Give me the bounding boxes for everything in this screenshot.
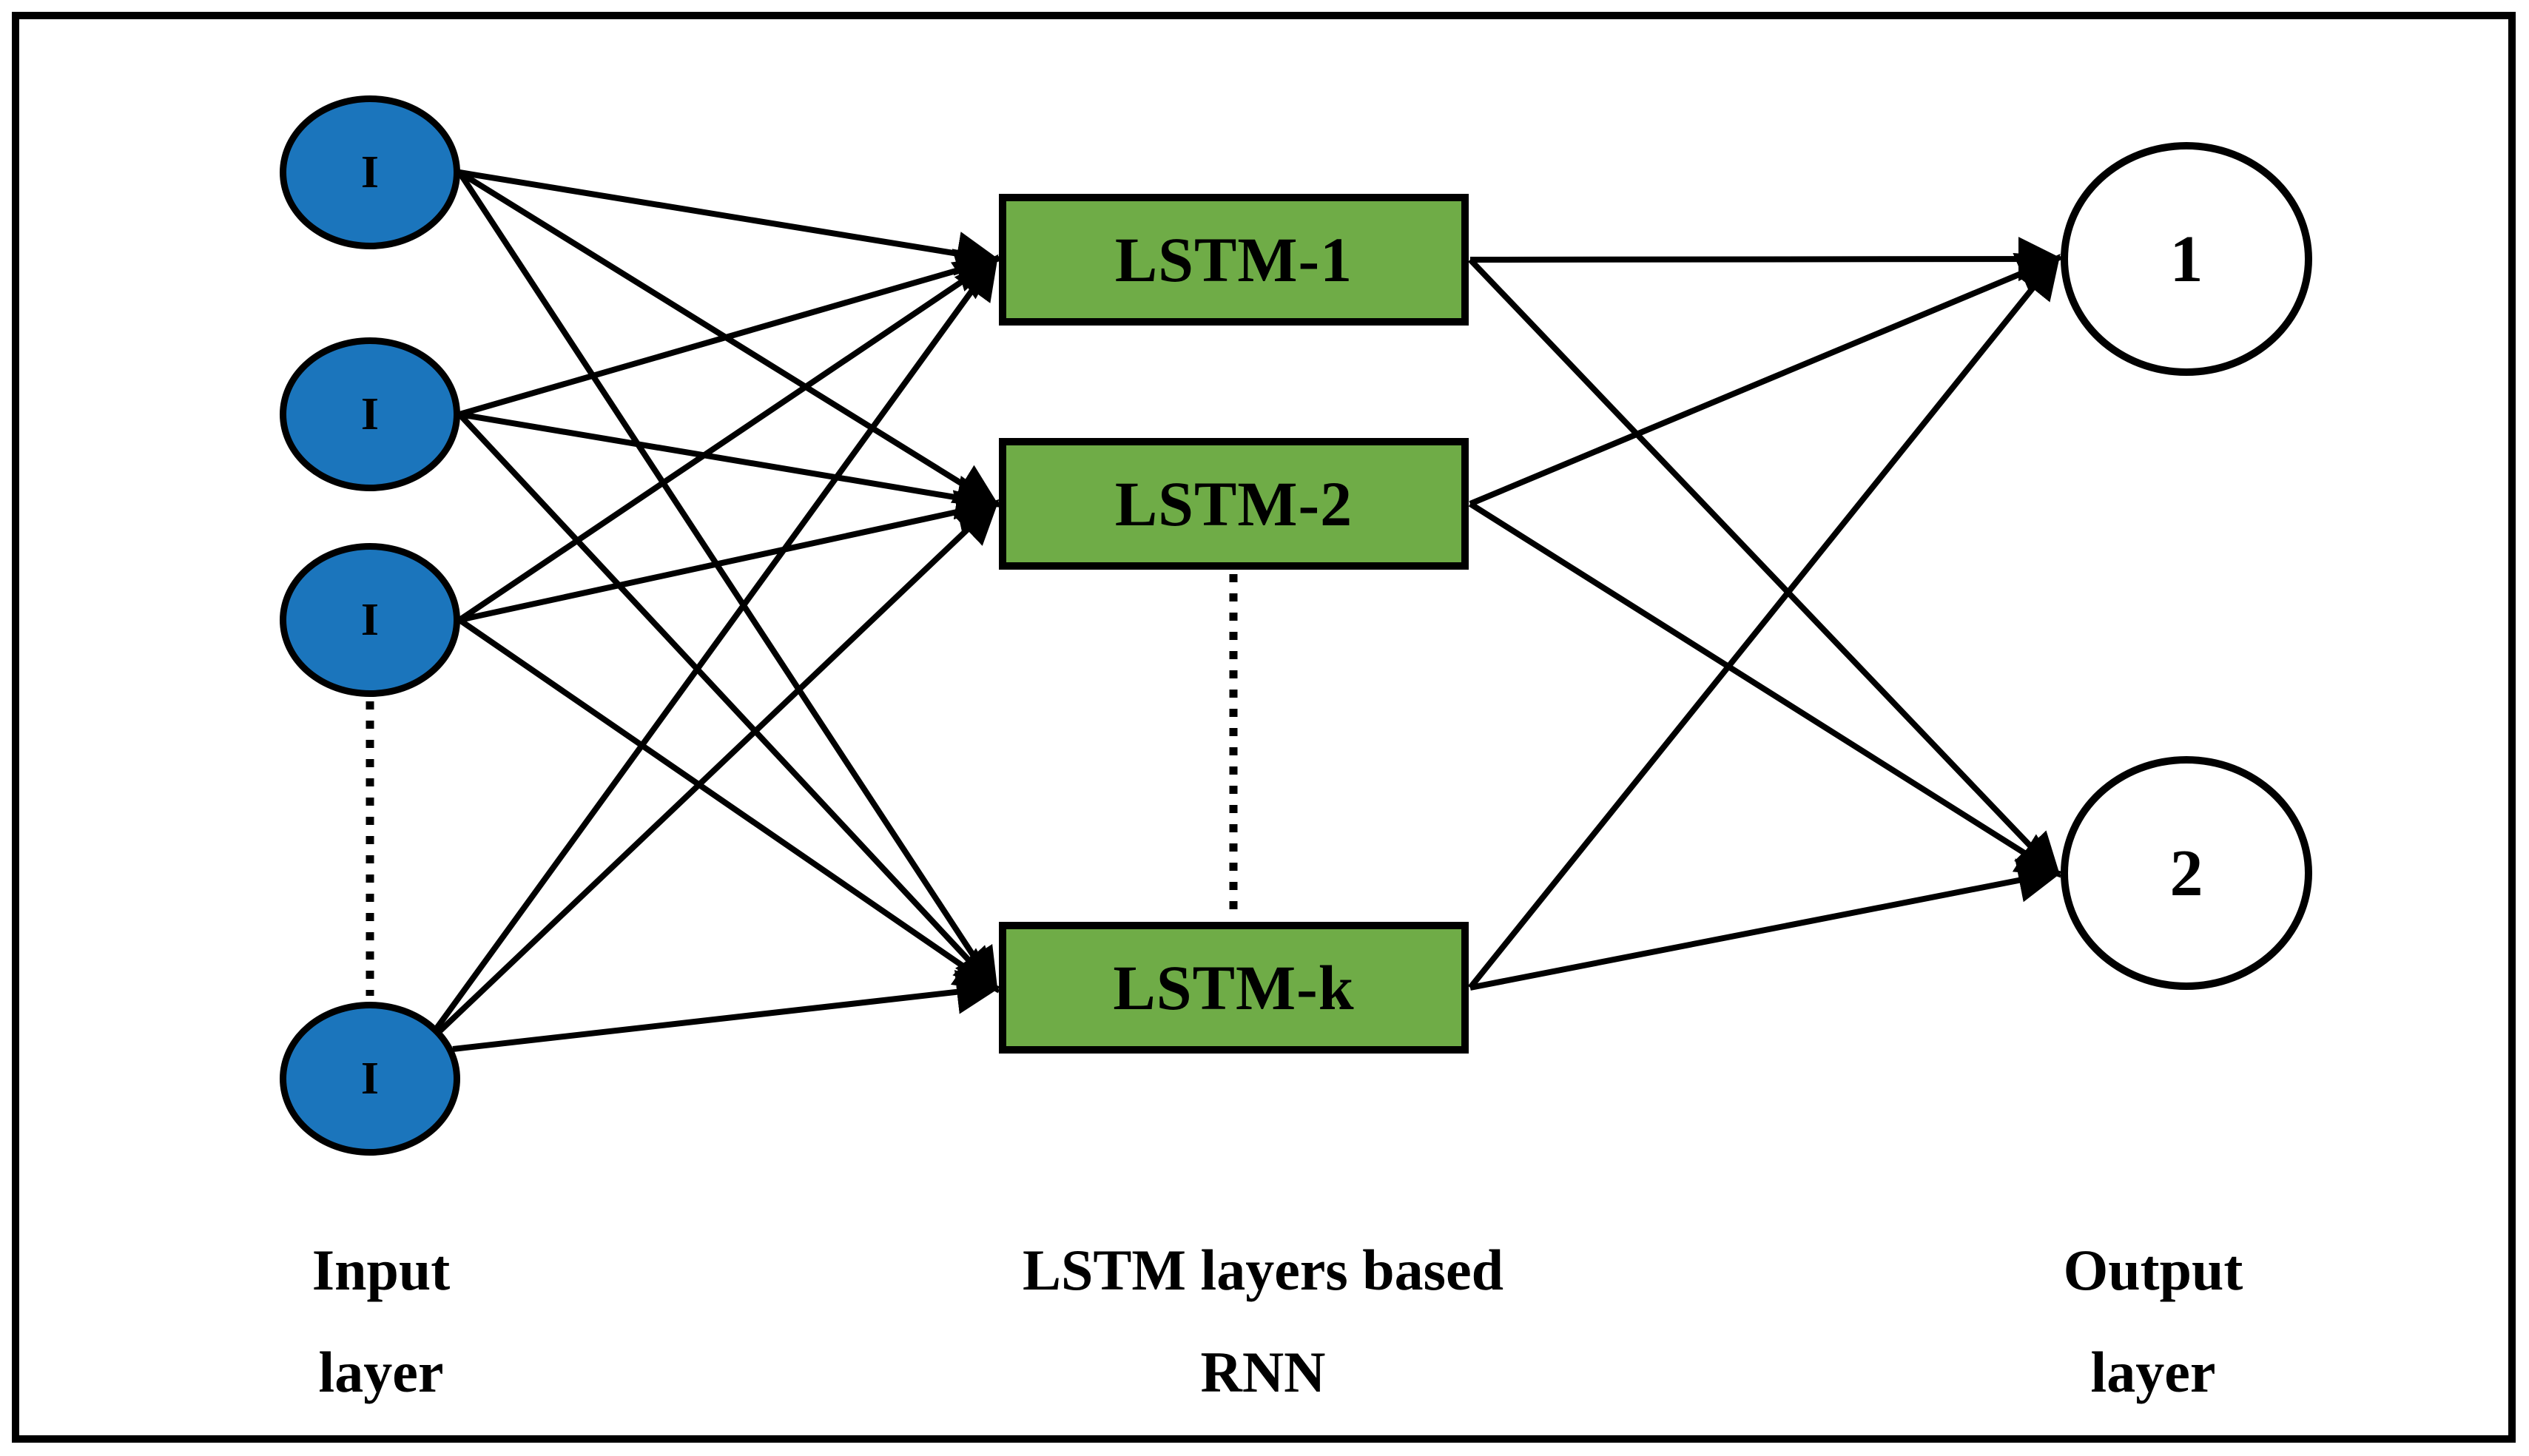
edge-input3-lstmk [457, 617, 1000, 992]
lstm-layer-caption: LSTM layers based RNN [893, 1219, 1633, 1423]
edge-lstm2-out1 [1469, 252, 2063, 507]
lstm-box-2-label: LSTM-2 [1114, 468, 1353, 539]
input-node-2: I [280, 337, 460, 491]
lstm-box-1: LSTM-1 [999, 194, 1469, 326]
input-layer-caption-line2: layer [318, 1340, 444, 1404]
output-node-1: 1 [2061, 142, 2312, 376]
edge-input2-lstmk [457, 412, 1000, 993]
edge-input4-lstm2 [436, 499, 1000, 1035]
input-layer-caption-line1: Input [312, 1238, 451, 1302]
input-node-3: I [280, 543, 460, 697]
diagram-border-frame [12, 12, 2516, 1443]
lstm-layer-caption-line1: LSTM layers based [1022, 1238, 1504, 1302]
input-node-4-label: I [360, 1053, 380, 1104]
lstm-box-k: LSTM-k [999, 922, 1469, 1054]
output-node-2: 2 [2061, 756, 2312, 990]
edge-lstmk-out1 [1467, 253, 2061, 990]
edge-input4-lstm1 [434, 254, 999, 1031]
input-node-4: I [280, 1002, 460, 1156]
edge-lstm1-out1 [1469, 237, 2063, 282]
edge-input2-lstm1 [458, 249, 1001, 417]
input-node-3-label: I [360, 594, 380, 645]
edge-input3-lstm2 [459, 490, 1001, 623]
output-layer-caption-line2: layer [2090, 1340, 2216, 1404]
output-node-2-label: 2 [2169, 836, 2203, 910]
edge-input1-lstmk [457, 170, 998, 994]
lstm-box-2: LSTM-2 [999, 438, 1469, 570]
input-node-2-label: I [360, 388, 380, 439]
input-node-1: I [280, 95, 460, 249]
edge-lstmk-out2 [1469, 858, 2063, 991]
output-layer-caption: Output layer [1783, 1219, 2523, 1423]
lstm-box-k-label: LSTM-k [1113, 952, 1355, 1023]
input-layer-caption: Input layer [11, 1219, 751, 1423]
output-layer-caption-line1: Output [2063, 1238, 2243, 1302]
lstm-box-1-label: LSTM-1 [1114, 224, 1353, 295]
input-node-1-label: I [360, 146, 380, 198]
edge-input2-lstm2 [459, 411, 1001, 520]
edge-input3-lstm1 [457, 255, 1000, 623]
edge-input1-lstm1 [459, 169, 1001, 276]
output-node-1-label: 1 [2169, 222, 2203, 296]
edge-lstm2-out2 [1468, 501, 2062, 877]
lstm-layer-caption-line2: RNN [1200, 1340, 1326, 1404]
edge-lstm1-out2 [1468, 257, 2061, 878]
edge-input4-lstmk [452, 969, 1001, 1052]
